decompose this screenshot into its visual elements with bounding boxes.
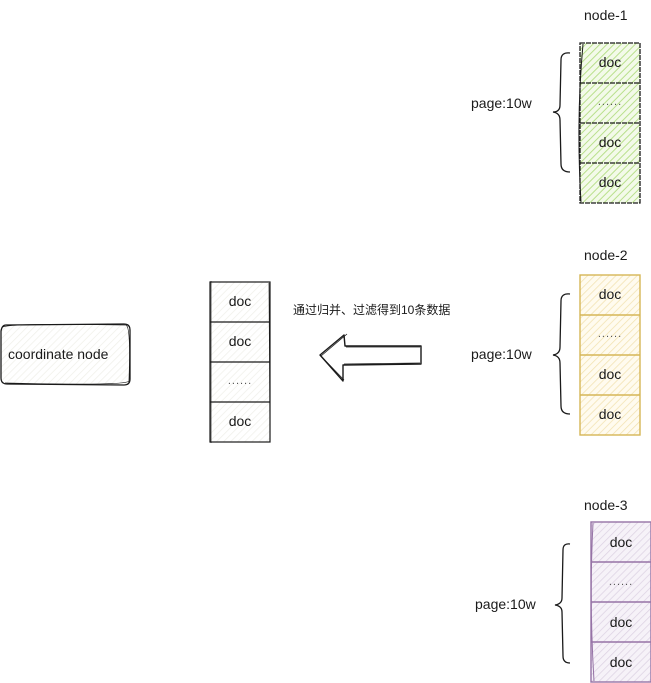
node-3-cell-4: doc xyxy=(609,654,633,670)
result-stack xyxy=(209,281,271,443)
merge-arrow-label: 通过归并、过滤得到10条数据 xyxy=(293,303,451,317)
result-cell-1: doc xyxy=(228,293,252,309)
result-cell-2: doc xyxy=(228,333,252,349)
node-1-page-label: page:10w xyxy=(471,95,532,111)
node-2-cell-1: doc xyxy=(598,286,622,302)
node-2-cell-3: doc xyxy=(598,366,622,382)
result-cell-4: doc xyxy=(228,413,252,429)
node-1-cell-4: doc xyxy=(598,174,622,190)
node-3-title: node-3 xyxy=(584,497,628,513)
node-2-title: node-2 xyxy=(584,247,628,263)
node-1-stack xyxy=(578,42,641,204)
node-1-brace xyxy=(552,52,571,173)
node-1-cell-2: ...... xyxy=(597,96,623,108)
node-2-brace xyxy=(552,293,571,415)
node-3-cell-1: doc xyxy=(609,534,633,550)
node-1-cell-1: doc xyxy=(598,54,622,70)
node-1-title: node-1 xyxy=(584,7,628,23)
node-3-cell-3: doc xyxy=(609,614,633,630)
node-2-cell-4: doc xyxy=(598,406,622,422)
node-1-cell-3: doc xyxy=(598,134,622,150)
result-cell-3: ...... xyxy=(227,375,253,387)
node-3-cell-2: ...... xyxy=(608,576,634,588)
merge-arrow xyxy=(319,333,422,382)
node-2-cell-2: ...... xyxy=(597,328,623,340)
node-3-stack xyxy=(590,521,651,683)
coordinate-node-box xyxy=(0,323,131,386)
node-2-page-label: page:10w xyxy=(471,346,532,362)
node-2-stack xyxy=(579,274,641,436)
coordinate-node-label: coordinate node xyxy=(8,346,109,362)
node-3-page-label: page:10w xyxy=(475,596,536,612)
node-3-brace xyxy=(554,543,571,664)
